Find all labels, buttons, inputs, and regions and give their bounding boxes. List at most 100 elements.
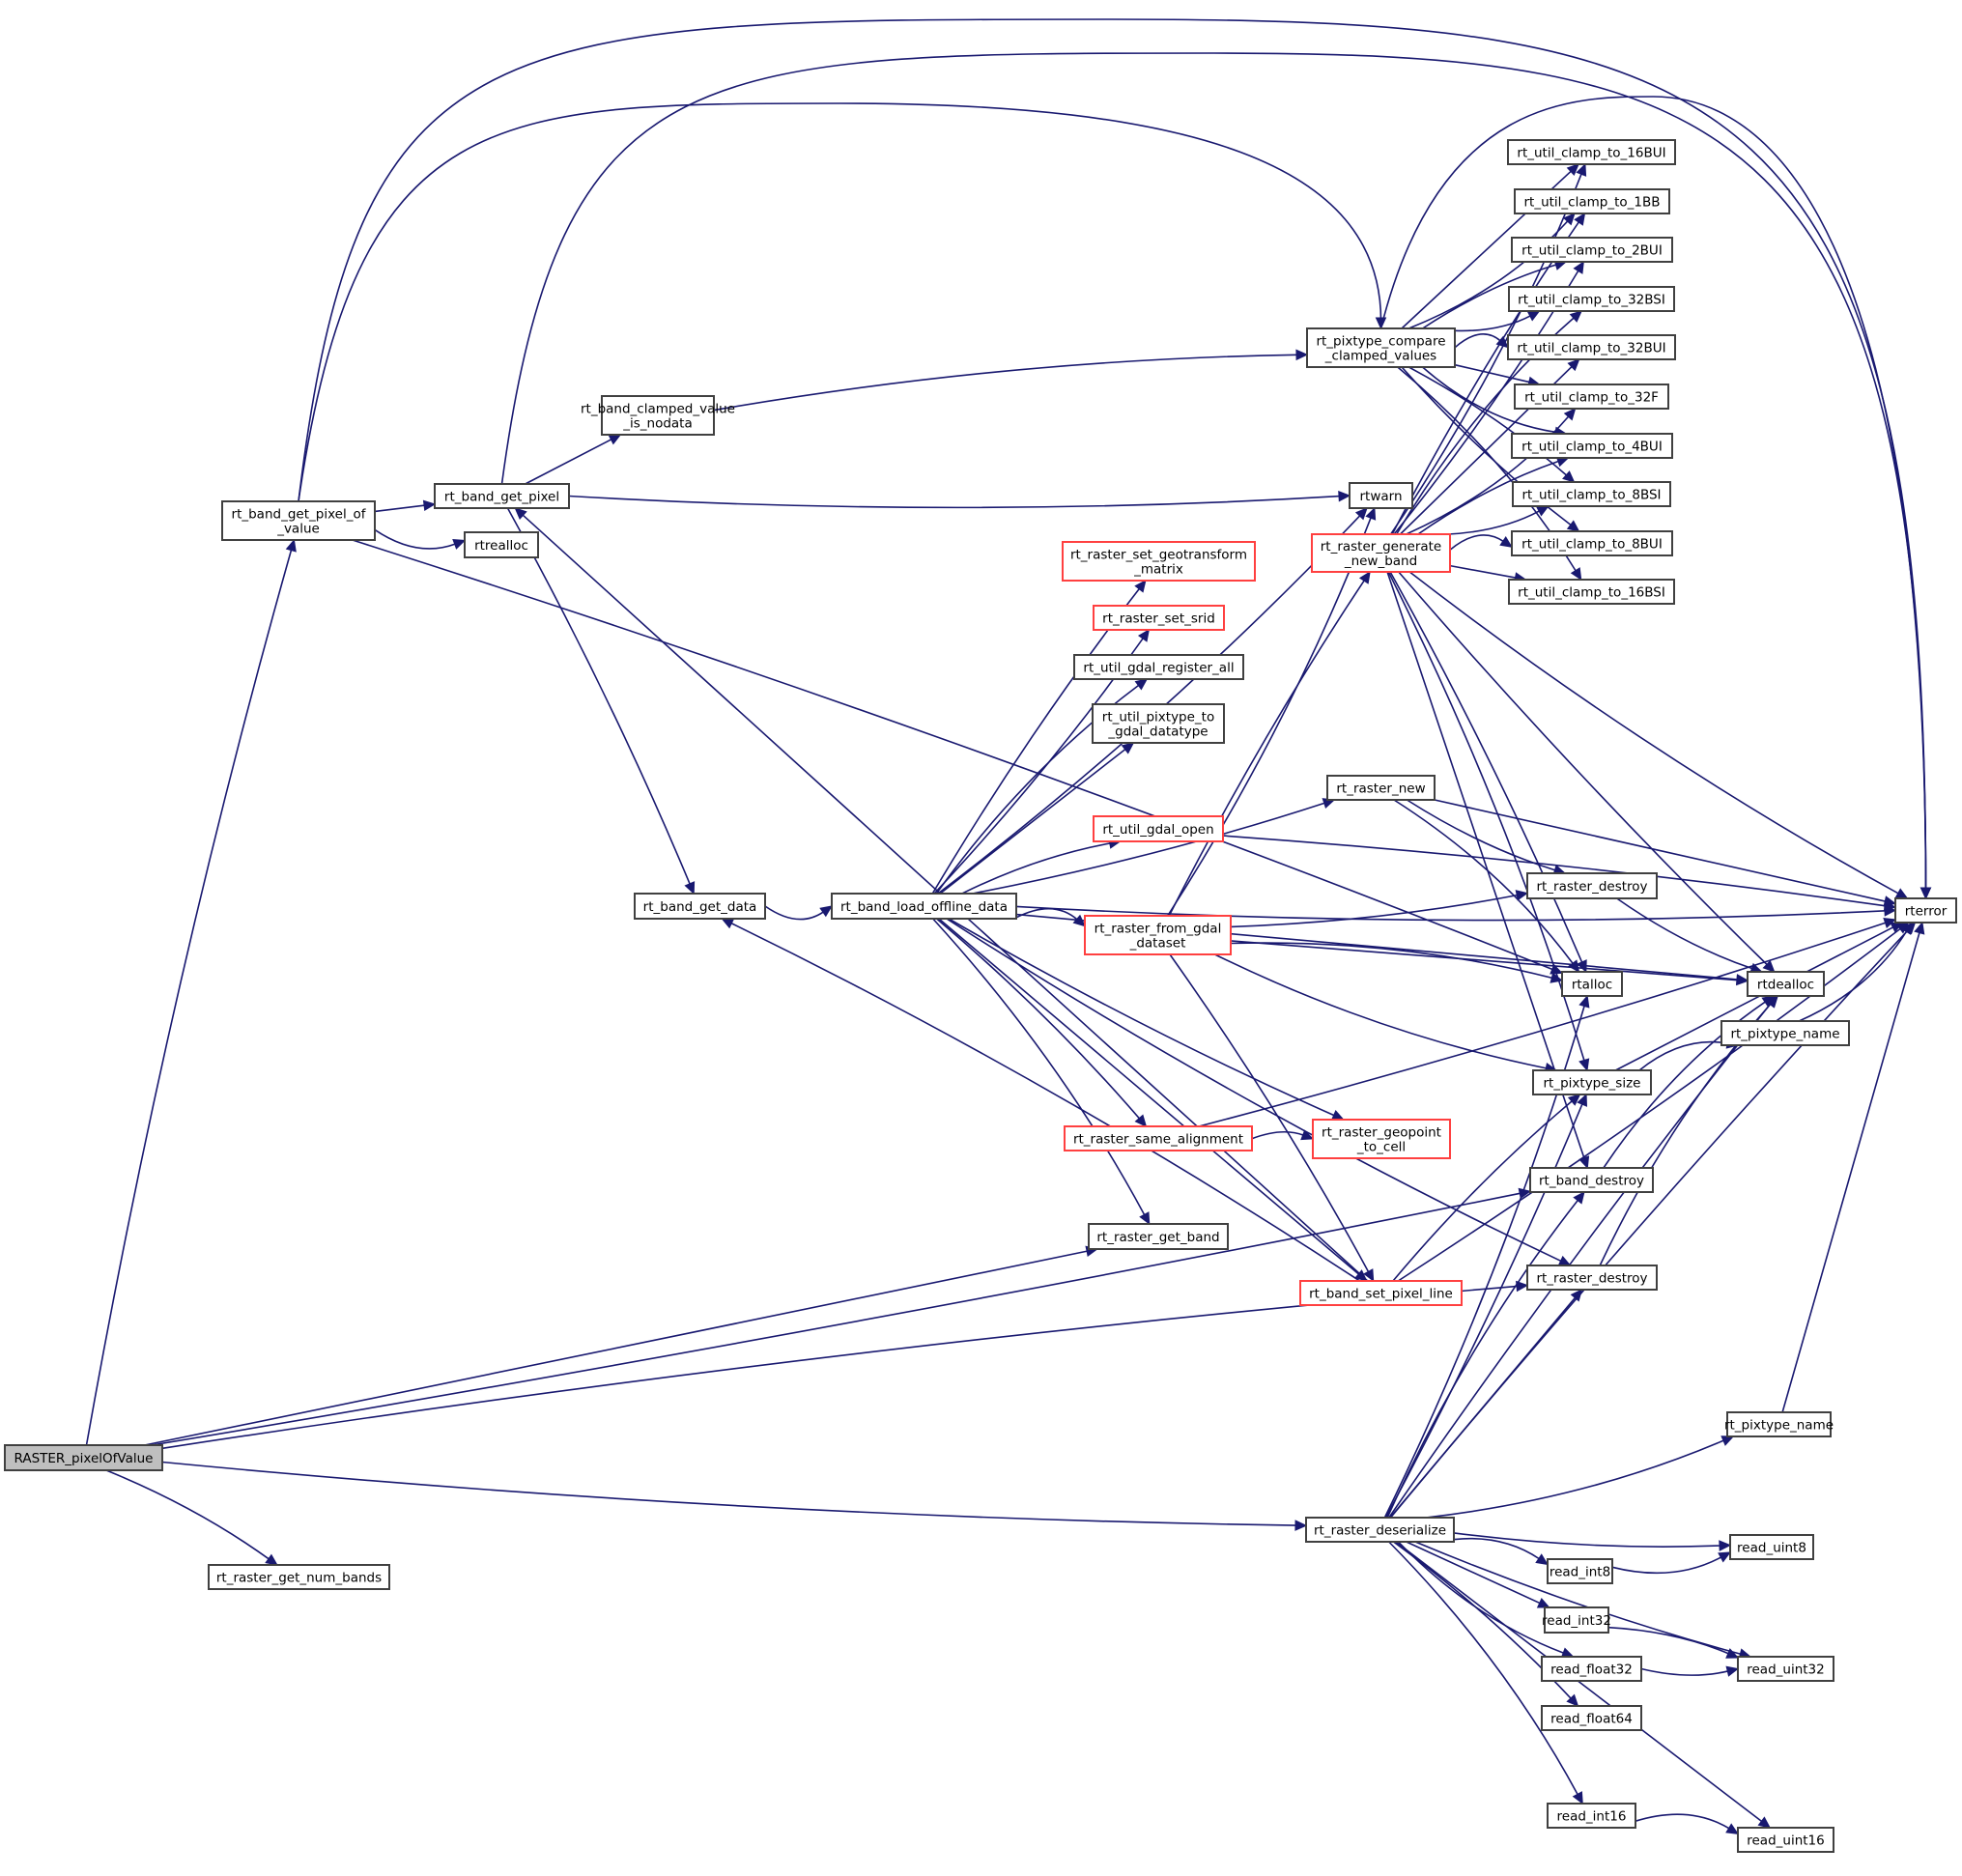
node-rt-raster-destroy-a[interactable]: rt_raster_destroy bbox=[1526, 872, 1658, 899]
node-rt-raster-destroy-b[interactable]: rt_raster_destroy bbox=[1526, 1265, 1658, 1291]
node-rt-raster-geopoint-to-cell[interactable]: rt_raster_geopoint_to_cell bbox=[1312, 1119, 1451, 1159]
node-rt-raster-deserialize[interactable]: rt_raster_deserialize bbox=[1305, 1517, 1455, 1543]
node-rt-raster-same-alignment[interactable]: rt_raster_same_alignment bbox=[1064, 1125, 1253, 1151]
node-rt-raster-get-band[interactable]: rt_raster_get_band bbox=[1088, 1223, 1229, 1250]
node-rt-raster-set-srid[interactable]: rt_raster_set_srid bbox=[1093, 605, 1225, 631]
node-box bbox=[1737, 1656, 1834, 1682]
node-rt-util-clamp-to-16bsi[interactable]: rt_util_clamp_to_16BSI bbox=[1508, 579, 1675, 605]
node-rt-band-clamped-value-is-nodata[interactable]: rt_band_clamped_value_is_nodata bbox=[581, 395, 735, 436]
edge-read_int8-to-read_uint8 bbox=[1611, 1551, 1732, 1575]
node-rt-util-clamp-to-8bsi[interactable]: rt_util_clamp_to_8BSI bbox=[1512, 481, 1671, 507]
node-box bbox=[1312, 1119, 1451, 1159]
node-rt-util-clamp-to-16bui[interactable]: rt_util_clamp_to_16BUI bbox=[1507, 139, 1676, 165]
edge-line bbox=[1214, 953, 1548, 1069]
arrowhead-icon bbox=[1765, 995, 1777, 1009]
edge-rt_raster_new-to-rterror bbox=[1434, 799, 1897, 907]
edge-read_float32-to-read_uint32 bbox=[1640, 1665, 1740, 1677]
node-rt-util-clamp-to-4bui[interactable]: rt_util_clamp_to_4BUI bbox=[1511, 433, 1673, 459]
node-read-uint32[interactable]: read_uint32 bbox=[1737, 1656, 1834, 1682]
node-label: rt_band_clamped_value bbox=[581, 402, 735, 417]
edge-rt_band_load_offline_data-to-rt_util_gdal_open bbox=[961, 838, 1122, 895]
node-rtwarn[interactable]: rtwarn bbox=[1349, 482, 1413, 509]
arrowhead-icon bbox=[1570, 567, 1582, 582]
node-box bbox=[208, 1564, 390, 1590]
node-read-int32[interactable]: read_int32 bbox=[1542, 1606, 1611, 1634]
node-label: rt_util_pixtype_to bbox=[1102, 710, 1214, 725]
node-rt-util-pixtype-to-gdal-datatype[interactable]: rt_util_pixtype_to_gdal_datatype bbox=[1092, 703, 1225, 744]
arrowhead-icon bbox=[452, 539, 467, 550]
edge-line bbox=[1015, 907, 1078, 921]
node-read-int16[interactable]: read_int16 bbox=[1547, 1803, 1636, 1829]
node-label: rt_pixtype_name bbox=[1730, 1027, 1839, 1042]
edge-rt_pixtype_compare_clamped_values-to-rt_util_clamp_to_8BSI bbox=[1408, 366, 1576, 483]
node-box bbox=[1093, 605, 1225, 631]
node-rt-util-gdal-register-all[interactable]: rt_util_gdal_register_all bbox=[1073, 654, 1244, 680]
arrowhead-icon bbox=[1572, 1791, 1583, 1805]
edge-rt_band_get_pixel_of_value-to-rt_pixtype_compare_clamped_values bbox=[298, 102, 1387, 502]
edge-rt_raster_from_gdal_dataset-to-rt_raster_generate_new_band bbox=[1168, 570, 1371, 917]
edge-rt_raster_from_gdal_dataset-to-rtalloc bbox=[1230, 942, 1564, 983]
node-rt-band-load-offline-data[interactable]: rt_band_load_offline_data bbox=[831, 893, 1017, 920]
node-label: rt_raster_geopoint bbox=[1322, 1125, 1441, 1141]
node-rtdealloc[interactable]: rtdealloc bbox=[1747, 971, 1825, 997]
node-rt-pixtype-name-a[interactable]: rt_pixtype_name bbox=[1720, 1020, 1850, 1046]
edge-line bbox=[568, 495, 1341, 509]
node-label: rt_raster_destroy bbox=[1536, 1271, 1647, 1287]
node-read-float32[interactable]: read_float32 bbox=[1541, 1656, 1642, 1682]
node-rt-util-gdal-open[interactable]: rt_util_gdal_open bbox=[1093, 815, 1224, 842]
arrowhead-icon bbox=[1736, 974, 1749, 986]
arrowhead-icon bbox=[1914, 921, 1925, 935]
node-rt-util-clamp-to-2bui[interactable]: rt_util_clamp_to_2BUI bbox=[1511, 237, 1673, 263]
node-rterror[interactable]: rterror bbox=[1894, 897, 1957, 924]
node-rt-raster-set-geotransform-matrix[interactable]: rt_raster_set_geotransform_matrix bbox=[1062, 541, 1256, 582]
node-rt-band-get-pixel-of-value[interactable]: rt_band_get_pixel_of_value bbox=[221, 500, 376, 541]
node-rt-pixtype-size[interactable]: rt_pixtype_size bbox=[1532, 1069, 1652, 1095]
node-rt-raster-generate-new-band[interactable]: rt_raster_generate_new_band bbox=[1311, 533, 1451, 573]
node-rt-pixtype-compare-clamped-values[interactable]: rt_pixtype_compare_clamped_values bbox=[1306, 327, 1456, 368]
arrowhead-icon bbox=[1557, 1255, 1572, 1266]
edge-rt_raster_same_alignment-to-rterror bbox=[1198, 917, 1897, 1127]
edge-line bbox=[1167, 517, 1373, 917]
node-rt-util-clamp-to-32f[interactable]: rt_util_clamp_to_32F bbox=[1514, 384, 1669, 410]
node-rt-util-clamp-to-8bui[interactable]: rt_util_clamp_to_8BUI bbox=[1511, 530, 1673, 556]
node-rtalloc[interactable]: rtalloc bbox=[1561, 971, 1623, 997]
node-label: rt_band_destroy bbox=[1539, 1174, 1644, 1189]
node-rt-band-get-pixel[interactable]: rt_band_get_pixel bbox=[434, 483, 570, 509]
node-label: rt_raster_new bbox=[1336, 782, 1425, 797]
edge-line bbox=[298, 18, 1927, 892]
node-rt-band-set-pixel-line[interactable]: rt_band_set_pixel_line bbox=[1299, 1280, 1463, 1306]
edge-RASTER_pixelOfValue-to-rt_raster_get_num_bands bbox=[105, 1469, 278, 1566]
edge-line bbox=[1781, 931, 1920, 1413]
arrowhead-icon bbox=[1574, 213, 1586, 226]
edge-RASTER_pixelOfValue-to-rt_raster_get_band bbox=[144, 1245, 1099, 1446]
edge-line bbox=[939, 748, 1126, 895]
node-rt-util-clamp-to-32bui[interactable]: rt_util_clamp_to_32BUI bbox=[1507, 334, 1676, 360]
node-rt-pixtype-name-b[interactable]: rt_pixtype_name bbox=[1724, 1411, 1834, 1437]
edge-line bbox=[972, 802, 1325, 895]
node-read-float64[interactable]: read_float64 bbox=[1541, 1705, 1642, 1731]
node-read-int8[interactable]: read_int8 bbox=[1547, 1558, 1613, 1584]
node-raster-pixelofvalue[interactable]: RASTER_pixelOfValue bbox=[4, 1444, 163, 1471]
node-rt-band-destroy[interactable]: rt_band_destroy bbox=[1529, 1167, 1654, 1193]
node-box bbox=[1093, 815, 1224, 842]
node-rt-raster-get-num-bands[interactable]: rt_raster_get_num_bands bbox=[208, 1564, 390, 1590]
edge-rt_raster_generate_new_band-to-rt_util_clamp_to_8BSI bbox=[1448, 505, 1550, 535]
arrowhead-icon bbox=[285, 538, 297, 553]
node-rt-util-clamp-to-32bsi[interactable]: rt_util_clamp_to_32BSI bbox=[1508, 286, 1675, 312]
arrowhead-icon bbox=[1567, 358, 1580, 372]
node-rt-util-clamp-to-1bb[interactable]: rt_util_clamp_to_1BB bbox=[1514, 188, 1670, 214]
node-rt-band-get-data[interactable]: rt_band_get_data bbox=[634, 893, 766, 920]
edge-line bbox=[946, 918, 1562, 1263]
node-rt-raster-from-gdal-dataset[interactable]: rt_raster_from_gdal_dataset bbox=[1084, 915, 1232, 955]
edge-line bbox=[1611, 1555, 1722, 1575]
arrowhead-icon bbox=[265, 1553, 278, 1566]
node-rtrealloc[interactable]: rtrealloc bbox=[464, 531, 539, 558]
node-label: _gdal_datatype bbox=[1107, 725, 1208, 740]
node-box bbox=[1720, 1020, 1850, 1046]
arrowhead-icon bbox=[1883, 895, 1897, 907]
node-read-uint16[interactable]: read_uint16 bbox=[1737, 1827, 1834, 1853]
node-rt-raster-new[interactable]: rt_raster_new bbox=[1326, 775, 1436, 801]
node-read-uint8[interactable]: read_uint8 bbox=[1729, 1534, 1814, 1560]
node-label: rt_band_get_pixel_of bbox=[232, 507, 367, 523]
